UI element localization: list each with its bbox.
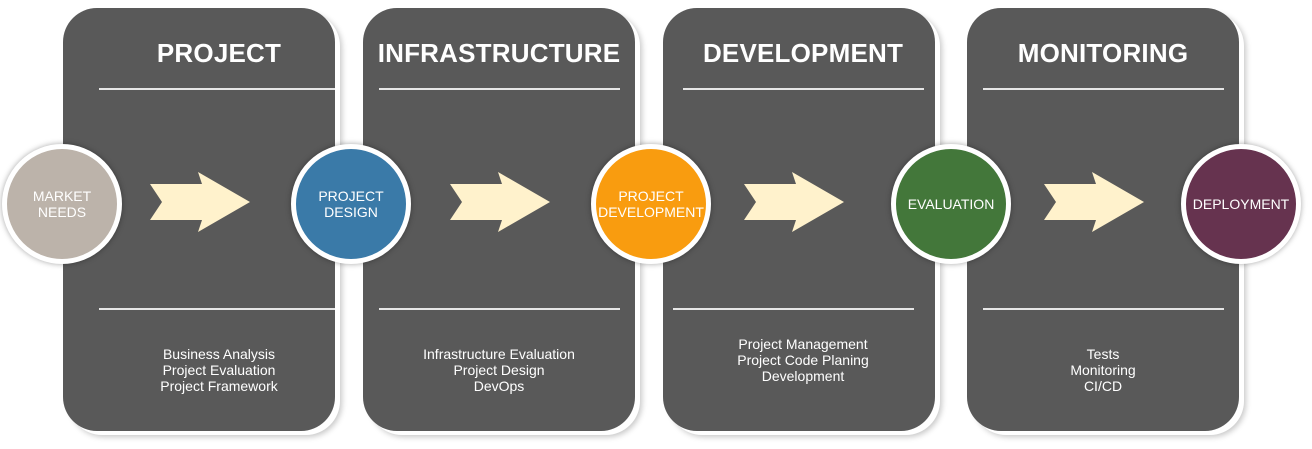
- right-arrow-icon: [744, 172, 844, 232]
- milestone-label: DEVELOPMENT: [598, 204, 704, 220]
- top-divider: [983, 88, 1224, 90]
- milestone-label: PROJECT: [618, 188, 684, 204]
- top-divider: [99, 88, 335, 90]
- phase-item: Infrastructure Evaluation: [423, 346, 575, 362]
- milestone-label: NEEDS: [37, 204, 87, 220]
- milestone-label: DEPLOYMENT: [1192, 196, 1290, 212]
- right-arrow-icon: [150, 172, 250, 232]
- milestone-label: MARKET: [32, 188, 92, 204]
- bottom-divider: [99, 308, 335, 310]
- phase-item: Business Analysis: [162, 346, 276, 362]
- phase-item: DevOps: [473, 378, 525, 394]
- phase-title: PROJECT: [156, 38, 282, 68]
- phase-title: DEVELOPMENT: [702, 38, 904, 68]
- phase-item: Tests: [1086, 346, 1120, 362]
- phase-title: INFRASTRUCTURE: [377, 38, 621, 68]
- bottom-divider: [983, 308, 1224, 310]
- phase-item: Project Code Planing: [737, 352, 869, 368]
- milestone-project-design: PROJECT DESIGN: [291, 144, 411, 264]
- phase-item-list: Project Management Project Code Planing …: [667, 336, 939, 384]
- bottom-divider: [379, 308, 620, 310]
- milestone-label: DESIGN: [324, 204, 378, 220]
- phase-item: Monitoring: [1070, 362, 1136, 378]
- bottom-divider: [673, 308, 914, 310]
- phase-item: CI/CD: [1083, 378, 1123, 394]
- phase-item-list: Business Analysis Project Evaluation Pro…: [83, 346, 355, 394]
- top-divider: [683, 88, 924, 90]
- milestone-label: EVALUATION: [907, 196, 995, 212]
- phase-item: Development: [761, 368, 845, 384]
- milestone-label: PROJECT: [318, 188, 384, 204]
- top-divider: [379, 88, 620, 90]
- milestone-project-development: PROJECT DEVELOPMENT: [591, 144, 711, 264]
- milestone-market-needs: MARKET NEEDS: [2, 144, 122, 264]
- phase-item-list: Tests Monitoring CI/CD: [967, 346, 1239, 394]
- milestone-deployment: DEPLOYMENT: [1181, 144, 1301, 264]
- phase-item: Project Evaluation: [162, 362, 276, 378]
- phase-item-list: Infrastructure Evaluation Project Design…: [363, 346, 635, 394]
- milestone-evaluation: EVALUATION: [891, 144, 1011, 264]
- phase-item: Project Design: [453, 362, 545, 378]
- phase-item: Project Framework: [160, 378, 278, 394]
- right-arrow-icon: [1044, 172, 1144, 232]
- phase-title: MONITORING: [1017, 38, 1189, 68]
- right-arrow-icon: [450, 172, 550, 232]
- phase-item: Project Management: [738, 336, 868, 352]
